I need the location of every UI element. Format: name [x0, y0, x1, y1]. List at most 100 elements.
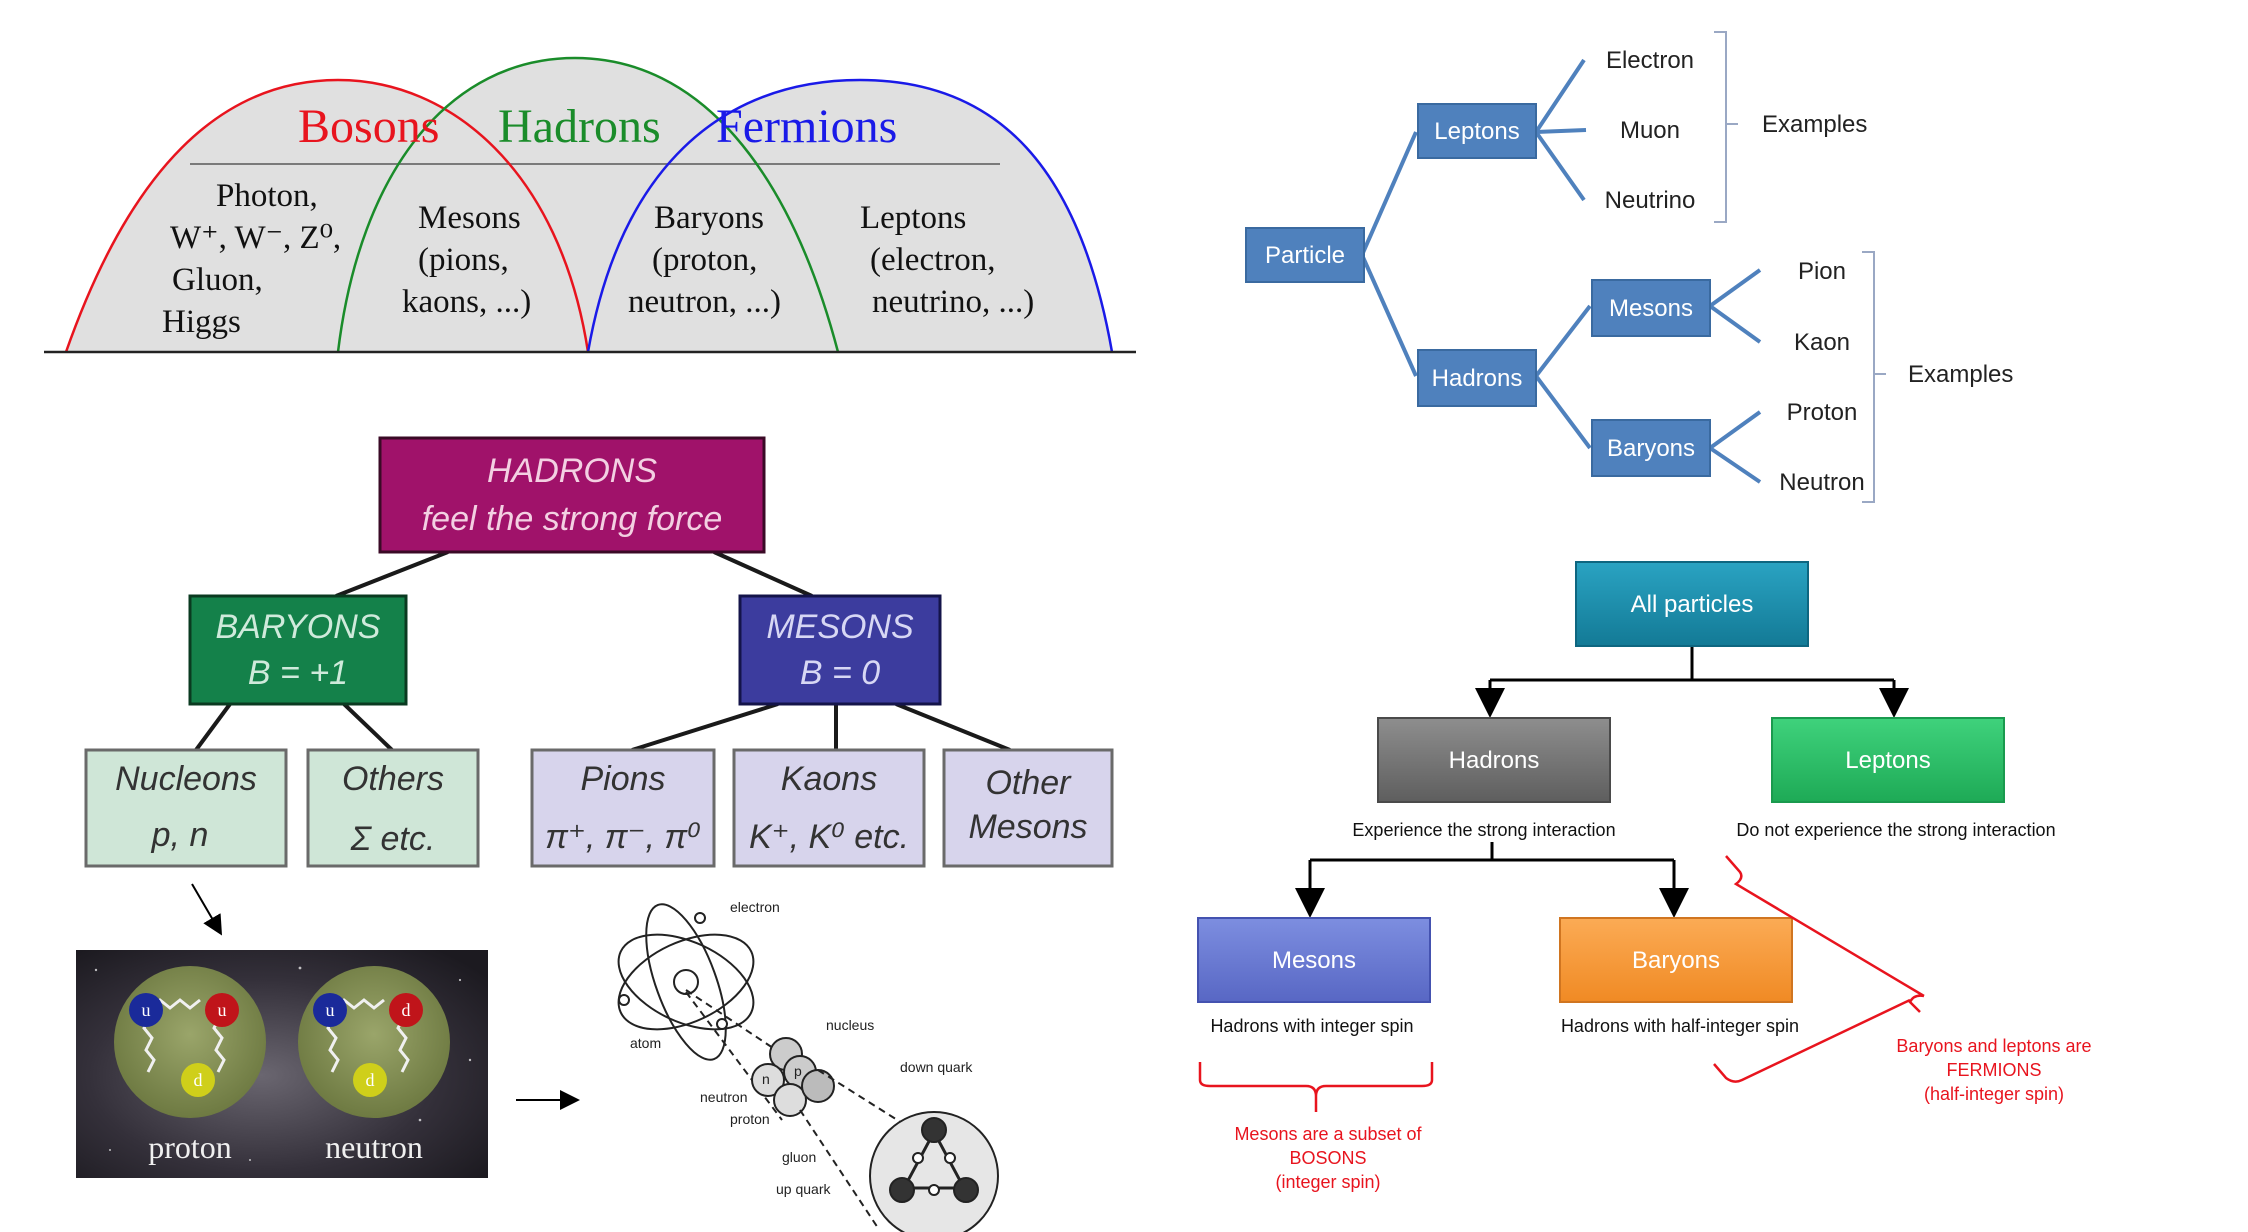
neutron-up-quark: [313, 993, 347, 1027]
tree-muon: Muon: [1620, 117, 1680, 144]
mesons-box: [738, 594, 942, 706]
venn-baryons-ex1: (proton,: [652, 242, 757, 278]
proton-caption: proton: [148, 1129, 232, 1165]
proton-up-quark-1: [129, 993, 163, 1027]
venn-bosons-label: Bosons: [298, 100, 439, 153]
quark-label-u2: u: [218, 1000, 227, 1020]
flow-mesons-box: [1197, 917, 1431, 1003]
bosons-arc: [64, 78, 590, 353]
flow-diagram: All particles Hadrons Experience the str…: [1197, 561, 2092, 1192]
bosons-note-1: Mesons are a subset of: [1234, 1124, 1422, 1144]
venn-diagram: Bosons Hadrons Fermions Photon, W⁺, W⁻, …: [44, 56, 1136, 354]
proton-up-quark-2: [205, 993, 239, 1027]
fermions-note-1: Baryons and leptons are: [1896, 1036, 2091, 1056]
flow-hadrons-note: Experience the strong interaction: [1352, 820, 1615, 840]
tree-hadrons-node: [1417, 349, 1537, 407]
venn-baryons: Baryons: [654, 200, 764, 236]
flow-mesons-label: Mesons: [1272, 947, 1356, 974]
venn-mesons: Mesons: [418, 200, 521, 236]
venn-baryons-ex2: neutron, ...): [628, 284, 781, 320]
fermions-note-2: FERMIONS: [1946, 1060, 2041, 1080]
nucleons-sub: p, n: [151, 816, 209, 854]
proton-sphere: [114, 966, 266, 1118]
fermions-arc-fill: [588, 80, 1112, 352]
flow-all-box: [1575, 561, 1809, 647]
atom-proton-label: proton: [730, 1111, 770, 1127]
flow-leptons-note: Do not experience the strong interaction: [1736, 820, 2055, 840]
quark-label-d1: d: [194, 1070, 203, 1090]
bosons-note-3: (integer spin): [1275, 1172, 1380, 1192]
flow-mesons-note: Hadrons with integer spin: [1210, 1016, 1413, 1036]
proton-down-quark: [181, 1063, 215, 1097]
quark-label-d2: d: [402, 1000, 411, 1020]
atom-down-quark-label: down quark: [900, 1059, 973, 1075]
venn-fermions-label: Fermions: [716, 100, 897, 153]
tree-pion: Pion: [1798, 258, 1846, 285]
flow-leptons-box: [1771, 717, 2005, 803]
neutron-down-quark-2: [353, 1063, 387, 1097]
tree-neutron: Neutron: [1779, 469, 1864, 496]
fermions-brace: [1713, 855, 1925, 1083]
atom-nucleus-label: nucleus: [826, 1017, 874, 1033]
others-sub: Σ etc.: [350, 820, 436, 858]
venn-leptons-ex1: (electron,: [870, 242, 996, 278]
tree-leptons-node: [1417, 103, 1537, 159]
tree-hadrons-label: Hadrons: [1432, 365, 1523, 392]
tree-electron: Electron: [1606, 47, 1694, 74]
flow-hadrons-box: [1377, 717, 1611, 803]
pions-title: Pions: [580, 760, 665, 798]
flow-baryons-note: Hadrons with half-integer spin: [1561, 1016, 1799, 1036]
tree-examples-top: Examples: [1762, 111, 1867, 138]
quark-content-image: u u d u d d proton neutron: [76, 950, 488, 1178]
baryons-box-title: BARYONS: [215, 608, 380, 646]
venn-mesons-ex1: (pions,: [418, 242, 509, 278]
tree-baryons-label: Baryons: [1607, 435, 1695, 462]
tree-particle-node: [1245, 227, 1365, 283]
venn-leptons: Leptons: [860, 200, 966, 236]
quark-label-u3: u: [326, 1000, 335, 1020]
flow-baryons-box: [1559, 917, 1793, 1003]
bosons-brace: [1198, 1062, 1434, 1112]
hadrons-box: [378, 436, 766, 554]
flow-baryons-label: Baryons: [1632, 947, 1720, 974]
venn-hadrons-label: Hadrons: [498, 100, 661, 153]
flow-all-label: All particles: [1631, 591, 1754, 618]
pions-sub: π⁺, π⁻, π⁰: [545, 818, 701, 856]
nucleons-title: Nucleons: [115, 760, 257, 798]
hadrons-box-title: HADRONS: [487, 452, 657, 490]
pions-box: [530, 748, 716, 868]
bosons-note-2: BOSONS: [1289, 1148, 1366, 1168]
tree-neutrino: Neutrino: [1605, 187, 1696, 214]
other-mesons-box: [942, 748, 1114, 868]
venn-higgs: Higgs: [162, 304, 241, 340]
tree-leptons-label: Leptons: [1434, 118, 1519, 145]
quark-label-d3: d: [366, 1070, 375, 1090]
mesons-box-title: MESONS: [766, 608, 914, 646]
venn-w-z: W⁺, W⁻, Z⁰,: [170, 220, 341, 256]
atom-electron-label: electron: [730, 899, 780, 915]
atom-p-label: p: [794, 1063, 802, 1079]
hadrons-box-sub: feel the strong force: [422, 500, 723, 538]
tree-baryons-node: [1591, 419, 1711, 477]
fermions-arc: [586, 78, 1114, 353]
baryons-box-sub: B = +1: [248, 654, 348, 692]
others-box: [306, 748, 480, 868]
tree-mesons-node: [1591, 279, 1711, 337]
kaons-sub: K⁺, K⁰ etc.: [749, 818, 909, 856]
fermions-note-3: (half-integer spin): [1924, 1084, 2064, 1104]
quark-label-u1: u: [142, 1000, 151, 1020]
venn-leptons-ex2: neutrino, ...): [872, 284, 1034, 320]
atom-gluon-label: gluon: [782, 1149, 816, 1165]
hadron-chart: HADRONS feel the strong force BARYONS B …: [84, 436, 1114, 936]
kaons-box: [732, 748, 926, 868]
nucleons-arrow: [191, 883, 223, 936]
atom-neutron-label: neutron: [700, 1089, 747, 1105]
flow-leptons-label: Leptons: [1845, 747, 1930, 774]
mesons-box-sub: B = 0: [800, 654, 880, 692]
venn-mesons-ex2: kaons, ...): [402, 284, 531, 320]
hadrons-arc: [336, 56, 840, 353]
tree-examples-bottom: Examples: [1908, 361, 2013, 388]
tree-particle-label: Particle: [1265, 242, 1345, 269]
tree-mesons-label: Mesons: [1609, 295, 1693, 322]
